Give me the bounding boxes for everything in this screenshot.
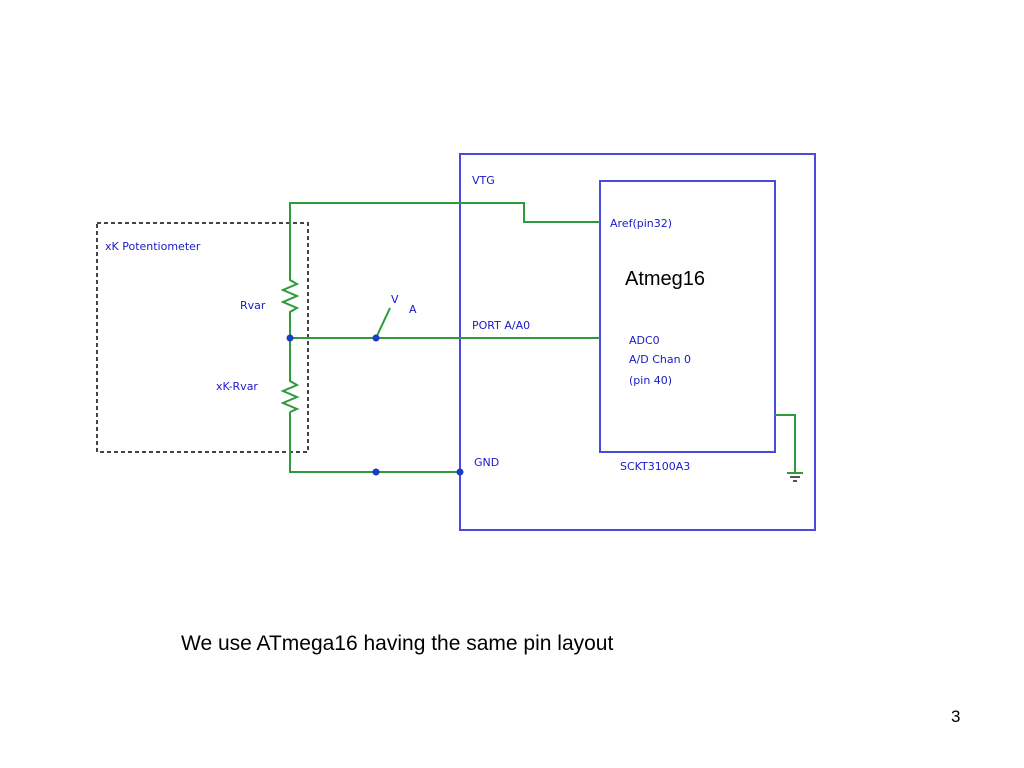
junction-nodes xyxy=(286,334,464,476)
slide-caption: We use ATmega16 having the same pin layo… xyxy=(181,632,614,655)
page-number: 3 xyxy=(951,707,961,726)
voltage-subscript: A xyxy=(409,303,417,316)
adc-line-3: (pin 40) xyxy=(629,374,672,387)
chip-outline xyxy=(599,180,776,453)
aref-label: Aref(pin32) xyxy=(610,217,672,230)
junction-node xyxy=(286,334,294,342)
potentiometer-label: xK Potentiometer xyxy=(105,240,201,253)
voltage-label: V xyxy=(391,293,399,306)
potentiometer-enclosure xyxy=(96,222,309,453)
chip-ground-wire xyxy=(775,414,796,472)
xk-rvar-resistor xyxy=(280,376,300,413)
vtg-wire xyxy=(289,202,600,265)
gnd-label: GND xyxy=(474,456,499,469)
ground-symbol xyxy=(787,472,803,482)
chip-name: Atmeg16 xyxy=(625,268,705,290)
socket-label: SCKT3100A3 xyxy=(620,460,690,473)
junction-node xyxy=(456,468,464,476)
probe-wire xyxy=(375,307,391,339)
gnd-wire xyxy=(289,412,460,473)
vtg-label: VTG xyxy=(472,174,495,187)
rvar-resistor xyxy=(280,265,300,315)
junction-node xyxy=(372,334,380,342)
wires xyxy=(289,202,796,473)
board-outline xyxy=(459,153,816,531)
adc-line-2: A/D Chan 0 xyxy=(629,353,691,366)
port-a-label: PORT A/A0 xyxy=(472,319,530,332)
junction-node xyxy=(372,468,380,476)
rvar-label: Rvar xyxy=(240,299,266,312)
xk-rvar-label: xK-Rvar xyxy=(216,380,258,393)
adc-line-1: ADC0 xyxy=(629,334,660,347)
